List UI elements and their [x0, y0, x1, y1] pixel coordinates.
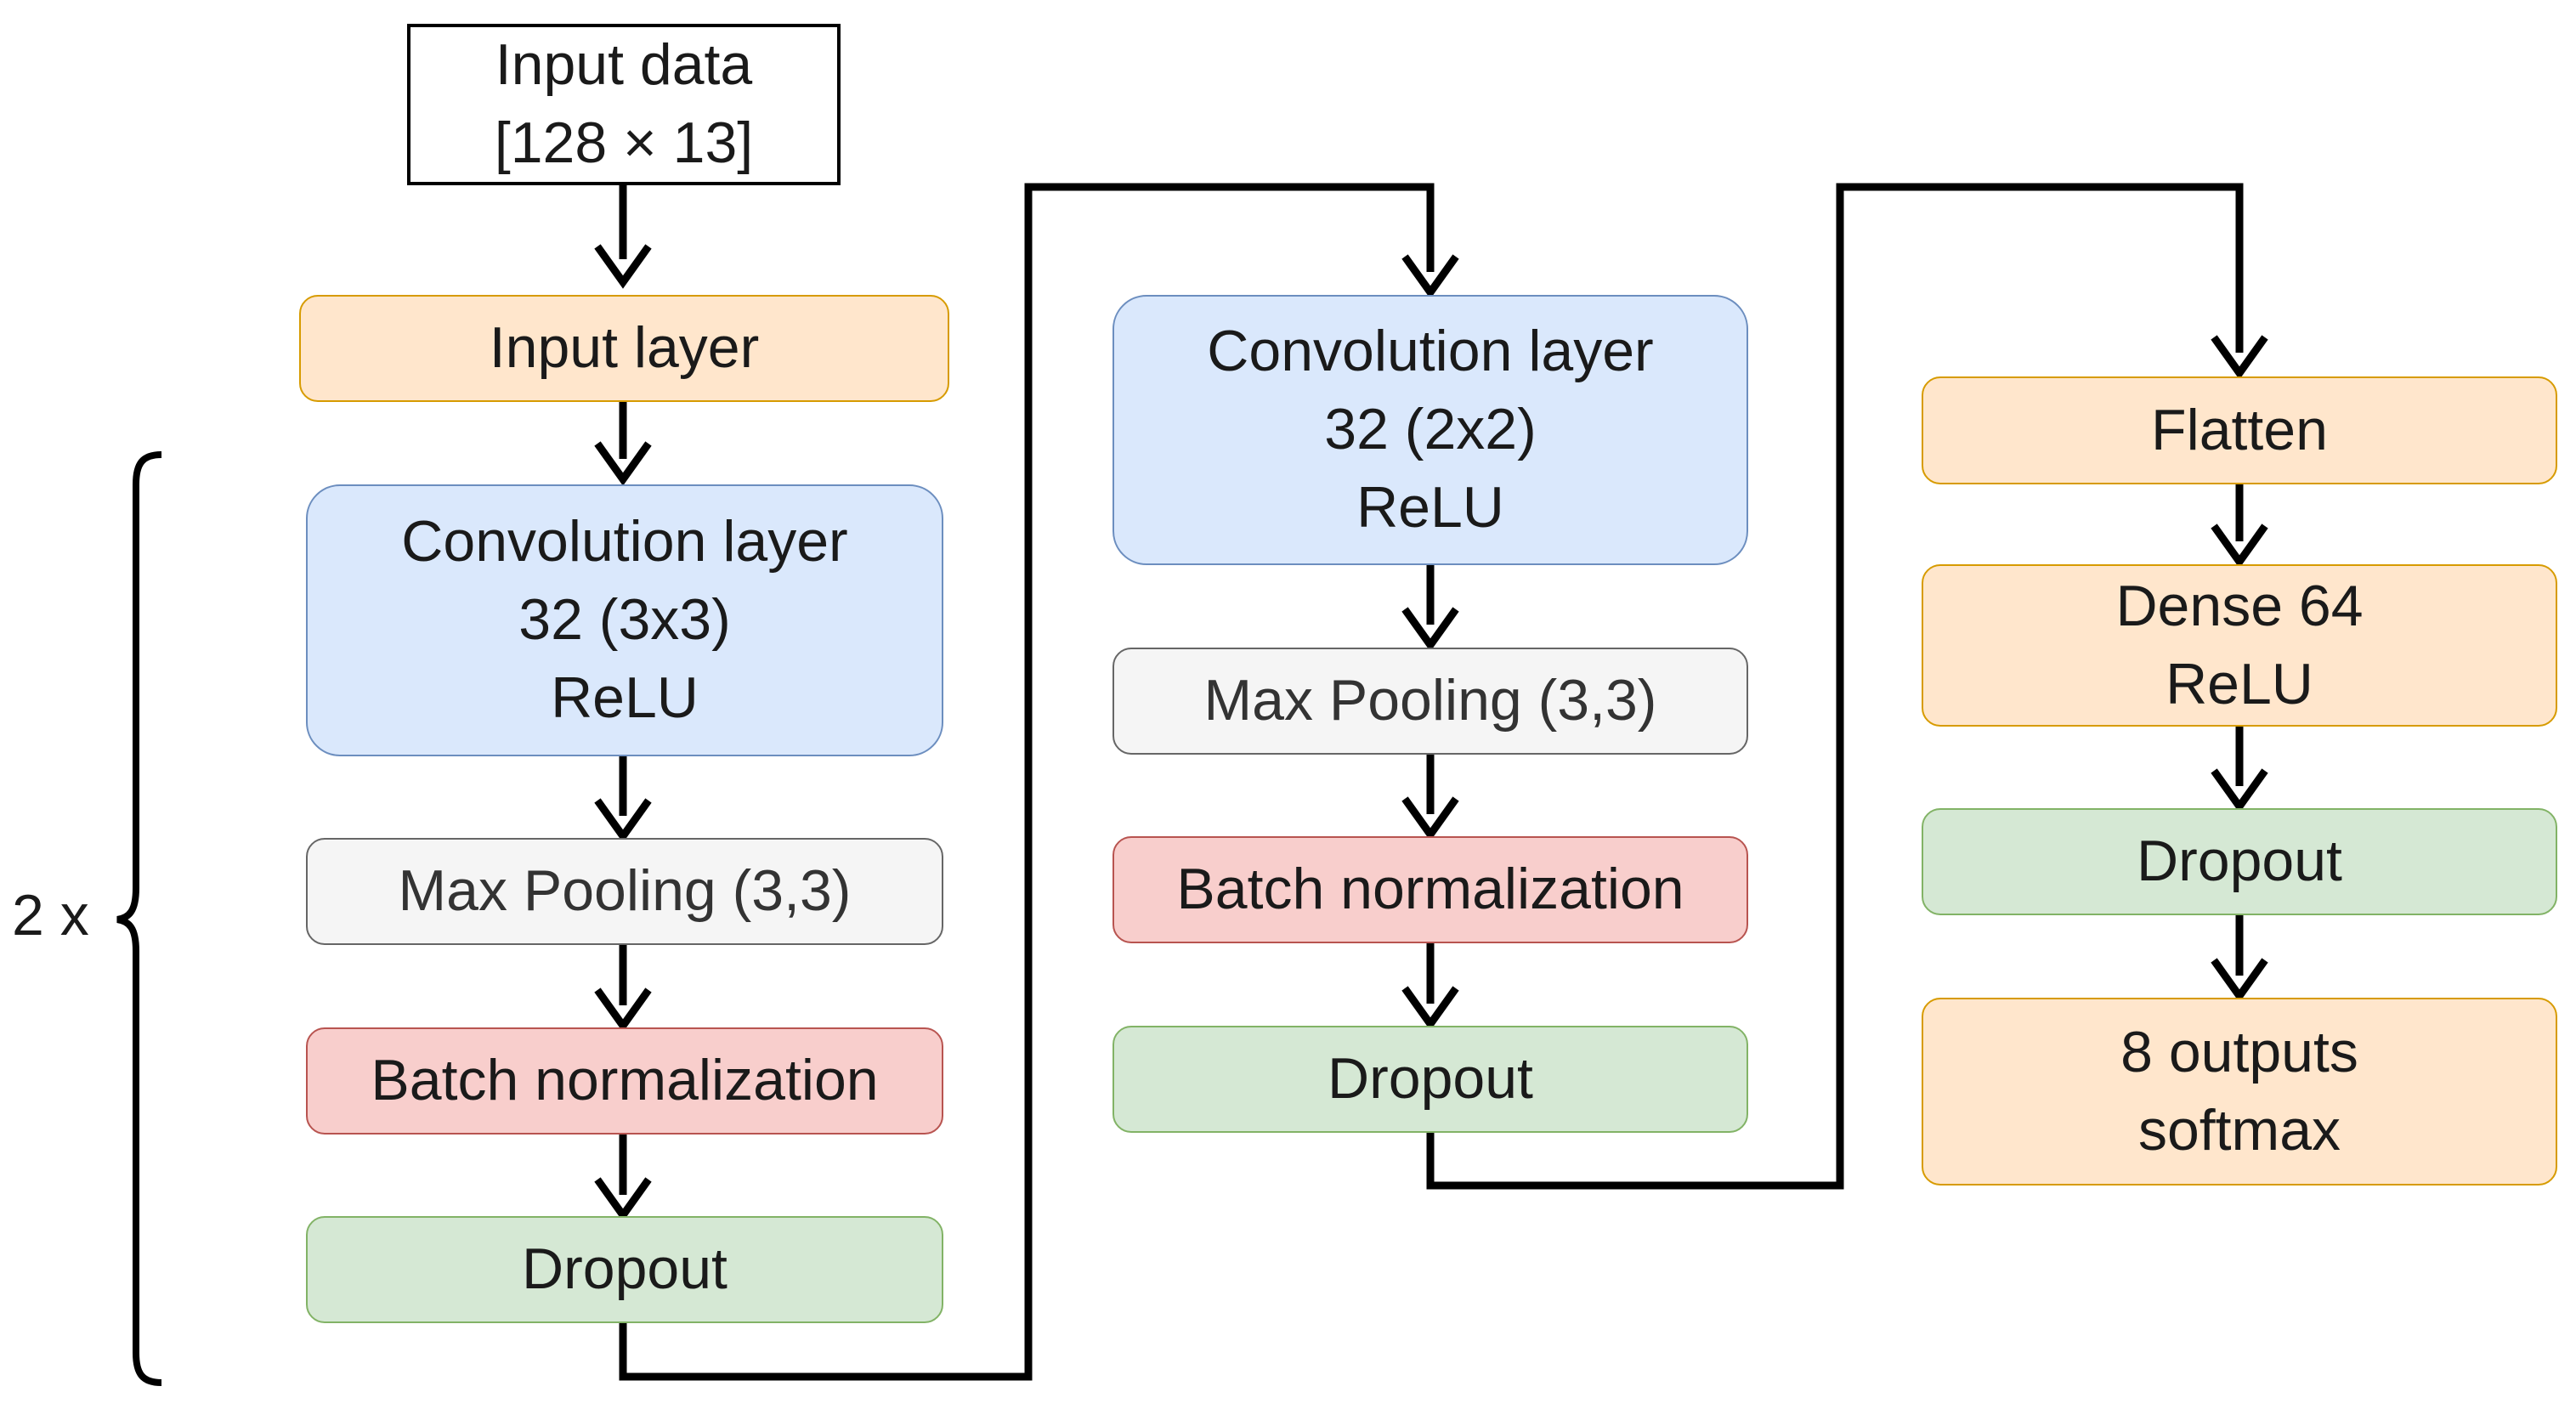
arrow-input-data-to-input-layer	[594, 185, 652, 289]
arrow-dense-to-dropout3	[2211, 727, 2268, 813]
arrow-dropout3-to-output	[2211, 915, 2268, 1003]
connector-col1-to-col2	[619, 183, 1459, 1381]
max-pooling-1-label: Max Pooling (3,3)	[398, 858, 852, 924]
dropout-2-label: Dropout	[1328, 1046, 1533, 1112]
repeat-count-label: 2 x	[12, 883, 89, 948]
dense-box: Dense 64 ReLU	[1922, 564, 2557, 727]
arrow-batchnorm2-to-dropout2	[1401, 943, 1459, 1031]
dropout-2-box: Dropout	[1112, 1026, 1748, 1133]
dropout-3-label: Dropout	[2137, 829, 2342, 894]
flatten-label: Flatten	[2151, 397, 2328, 462]
dropout-1-label: Dropout	[522, 1236, 728, 1302]
input-layer-box: Input layer	[299, 295, 949, 402]
arrow-maxpool2-to-batchnorm2	[1401, 755, 1459, 841]
dropout-1-box: Dropout	[306, 1216, 943, 1323]
conv-layer-1-box: Convolution layer 32 (3x3) ReLU	[306, 484, 943, 756]
batch-normalization-2-label: Batch normalization	[1176, 857, 1684, 922]
batch-normalization-2-box: Batch normalization	[1112, 836, 1748, 943]
dropout-3-box: Dropout	[1922, 808, 2557, 915]
arrow-conv2-to-maxpool2	[1401, 565, 1459, 652]
dense-label: Dense 64 ReLU	[2115, 573, 2364, 716]
connector-col2-to-col3	[1426, 183, 2268, 1190]
max-pooling-1-box: Max Pooling (3,3)	[306, 838, 943, 945]
conv-layer-2-box: Convolution layer 32 (2x2) ReLU	[1112, 295, 1748, 565]
arrow-flatten-to-dense	[2211, 484, 2268, 569]
arrow-batchnorm1-to-dropout1	[594, 1135, 652, 1222]
input-data-box: Input data [128 × 13]	[407, 24, 841, 185]
max-pooling-2-box: Max Pooling (3,3)	[1112, 648, 1748, 755]
arrow-input-layer-to-conv1	[594, 402, 652, 486]
flatten-box: Flatten	[1922, 376, 2557, 484]
output-box: 8 outputs softmax	[1922, 998, 2557, 1185]
arrow-maxpool1-to-batchnorm1	[594, 945, 652, 1033]
input-layer-label: Input layer	[489, 315, 760, 381]
arrow-conv1-to-maxpool1	[594, 756, 652, 843]
max-pooling-2-label: Max Pooling (3,3)	[1203, 668, 1657, 733]
input-data-label: Input data [128 × 13]	[494, 32, 754, 175]
conv-layer-2-label: Convolution layer 32 (2x2) ReLU	[1207, 319, 1654, 540]
output-label: 8 outputs softmax	[2120, 1019, 2358, 1163]
batch-normalization-1-label: Batch normalization	[371, 1048, 879, 1113]
conv-layer-1-label: Convolution layer 32 (3x3) ReLU	[401, 509, 848, 730]
batch-normalization-1-box: Batch normalization	[306, 1027, 943, 1135]
repeat-brace	[116, 451, 162, 1386]
